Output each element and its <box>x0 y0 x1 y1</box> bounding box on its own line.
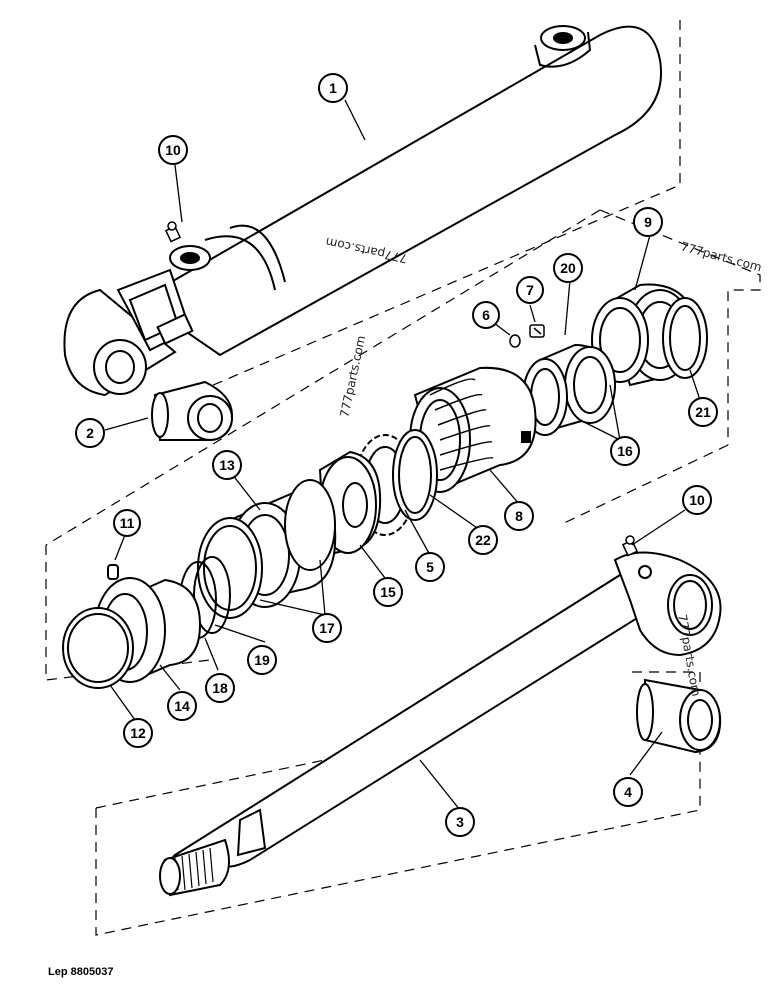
callout-9: 9 <box>633 207 663 237</box>
svg-text:18: 18 <box>212 680 228 696</box>
callout-10-lower: 10 <box>682 485 712 515</box>
callout-20: 20 <box>553 253 583 283</box>
gland-part-14 <box>62 564 202 689</box>
piston-rod-part-3 <box>159 551 722 897</box>
svg-text:9: 9 <box>644 214 652 230</box>
svg-text:4: 4 <box>624 784 632 800</box>
callout-7: 7 <box>516 276 544 304</box>
svg-text:19: 19 <box>254 652 270 668</box>
grease-fitting-lower <box>621 535 639 557</box>
callout-10-upper: 10 <box>158 135 188 165</box>
callout-17: 17 <box>312 613 342 643</box>
callout-14: 14 <box>167 691 197 721</box>
leader-lines <box>104 99 701 811</box>
watermark-right: 777parts.com <box>679 239 763 274</box>
callout-12: 12 <box>123 718 153 748</box>
grease-fitting-upper <box>164 221 182 243</box>
seal-rings-16-20 <box>522 343 616 436</box>
svg-text:2: 2 <box>86 425 94 441</box>
callout-3: 3 <box>445 807 475 837</box>
callout-13: 13 <box>212 450 242 480</box>
watermark-center: 777parts.com <box>337 334 368 418</box>
svg-text:21: 21 <box>695 404 711 420</box>
piston-part-13-15 <box>197 450 382 619</box>
callout-11: 11 <box>113 509 141 537</box>
svg-text:20: 20 <box>560 260 576 276</box>
svg-text:6: 6 <box>482 307 490 323</box>
callout-18: 18 <box>205 673 235 703</box>
svg-text:14: 14 <box>174 698 190 714</box>
svg-text:15: 15 <box>380 584 396 600</box>
svg-text:22: 22 <box>475 532 491 548</box>
screw-parts-6-7 <box>509 324 545 348</box>
svg-text:12: 12 <box>130 725 146 741</box>
bushing-part-4 <box>636 678 722 754</box>
callout-21: 21 <box>688 397 718 427</box>
svg-text:1: 1 <box>329 80 337 96</box>
reference-number: Lep 8805037 <box>48 966 113 978</box>
svg-text:10: 10 <box>165 142 181 158</box>
callouts: 1 2 3 4 5 6 7 8 9 10 10 11 12 13 14 15 1… <box>75 73 718 837</box>
callout-15: 15 <box>373 577 403 607</box>
cylinder-barrel <box>63 25 662 397</box>
svg-text:16: 16 <box>617 443 633 459</box>
callout-5: 5 <box>415 552 445 582</box>
callout-2: 2 <box>75 418 105 448</box>
callout-8: 8 <box>504 501 534 531</box>
svg-text:10: 10 <box>689 492 705 508</box>
callout-4: 4 <box>613 777 643 807</box>
callout-19: 19 <box>247 645 277 675</box>
svg-text:13: 13 <box>219 457 235 473</box>
nut-assembly <box>591 283 708 387</box>
callout-1: 1 <box>318 73 348 103</box>
svg-text:8: 8 <box>515 508 523 524</box>
svg-text:3: 3 <box>456 814 464 830</box>
callout-6: 6 <box>472 301 500 329</box>
svg-text:17: 17 <box>319 620 335 636</box>
svg-text:5: 5 <box>426 559 434 575</box>
callout-22: 22 <box>468 525 498 555</box>
svg-text:7: 7 <box>526 282 534 298</box>
callout-16: 16 <box>610 436 640 466</box>
svg-text:11: 11 <box>120 515 135 531</box>
bushing-part-2 <box>151 380 234 441</box>
